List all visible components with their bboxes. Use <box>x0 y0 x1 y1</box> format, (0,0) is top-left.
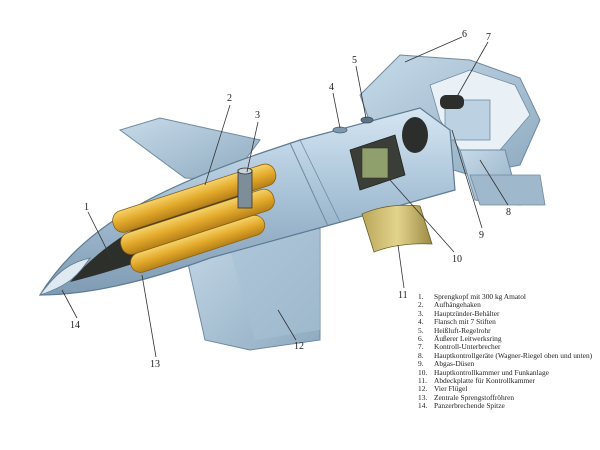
callout-3: 3 <box>255 110 260 121</box>
legend-item: 8.Hauptkontrollgeräte (Wagner-Riegel obe… <box>418 350 593 360</box>
callout-5: 5 <box>352 55 357 66</box>
legend-item: 10.Hauptkontrollkammer und Funkanlage <box>418 367 549 377</box>
callout-11: 11 <box>398 290 408 301</box>
legend-item: 11.Abdeckplatte für Kontrollkammer <box>418 376 535 386</box>
legend-item: 12.Vier Flügel <box>418 384 468 394</box>
callout-6: 6 <box>462 29 467 40</box>
callout-labels: 1 2 3 4 5 6 7 8 9 10 11 12 13 14 <box>70 29 511 370</box>
callout-2: 2 <box>227 93 232 104</box>
armour-piercing-tip <box>38 257 91 296</box>
legend-item: 14.Panzerbrechende Spitze <box>418 401 505 411</box>
fuse-container <box>237 167 253 209</box>
callout-14: 14 <box>70 320 80 331</box>
callout-7: 7 <box>486 32 491 43</box>
legend-item: 13.Zentrale Sprengstoffröhren <box>418 392 515 402</box>
callout-8: 8 <box>506 207 511 218</box>
cover-plate <box>361 204 433 253</box>
legend-item: 5.Heißluft-Regelrohr <box>418 325 491 335</box>
callout-10: 10 <box>452 254 462 265</box>
leader-lines <box>61 36 509 358</box>
explosive-tubes <box>112 163 277 273</box>
legend: 1.Sprengkopf mit 300 kg Amatol 2.Aufhäng… <box>418 292 596 411</box>
callout-1: 1 <box>84 202 89 213</box>
legend-item: 6.Äußerer Leitwerksring <box>418 334 502 344</box>
legend-item: 4.Flansch mit 7 Stiften <box>418 317 496 327</box>
legend-item: 3.Hauptzünder-Behälter <box>418 308 500 318</box>
callout-13: 13 <box>150 359 160 370</box>
legend-item: 1.Sprengkopf mit 300 kg Amatol <box>418 292 526 301</box>
legend-item: 9.Abgas-Düsen <box>418 359 475 369</box>
legend-item: 7.Kontroll-Unterbrecher <box>418 342 501 352</box>
legend-item: 2.Aufhängehaken <box>418 300 481 310</box>
control-chamber <box>349 95 464 191</box>
callout-12: 12 <box>294 341 304 352</box>
callout-4: 4 <box>329 82 334 93</box>
callout-9: 9 <box>479 230 484 241</box>
